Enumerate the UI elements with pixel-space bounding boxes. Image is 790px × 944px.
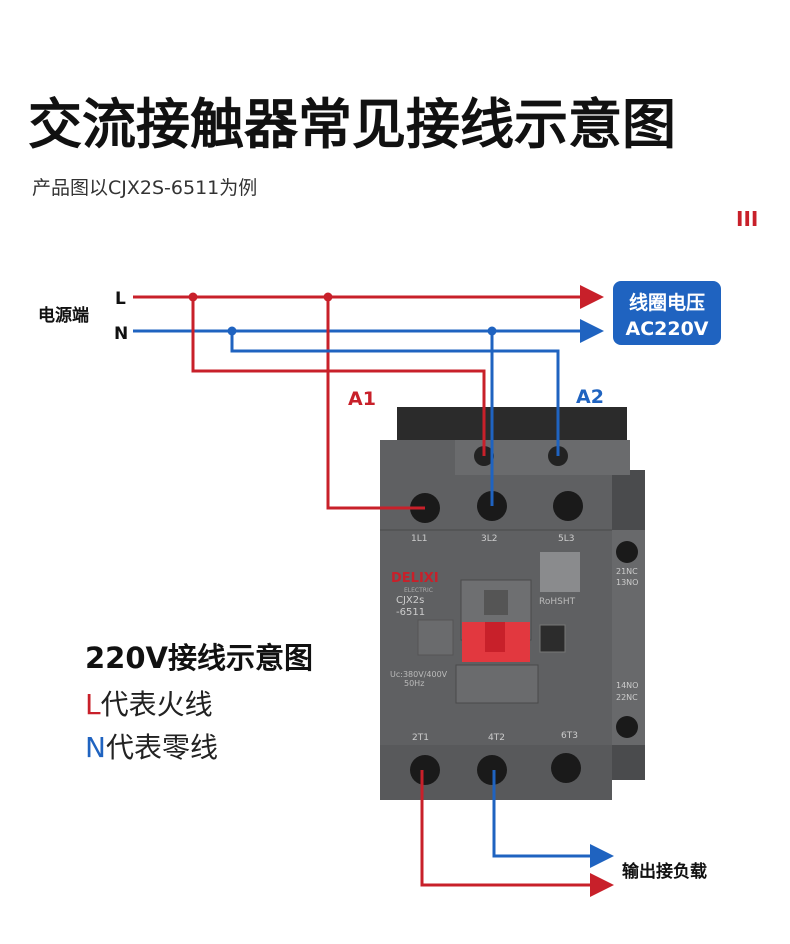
terminal-label: 4T2 <box>488 733 505 743</box>
aux-label: 13NO <box>616 578 638 587</box>
badge-line1: 线圈电压 <box>629 291 705 314</box>
a1-wire <box>191 297 486 456</box>
model-line2: -6511 <box>396 607 425 618</box>
terminal-label: 5L3 <box>558 534 574 544</box>
junction-dot <box>323 292 333 302</box>
legend-live: L代表火线 <box>85 688 213 721</box>
junction-dot <box>227 326 237 336</box>
neutral-letter: N <box>85 731 106 764</box>
junction-dot <box>487 326 497 336</box>
rating-line2: 50Hz <box>404 679 424 688</box>
junction-dot <box>188 292 198 302</box>
aux-label: 14NO <box>616 681 638 690</box>
terminal-label: 3L2 <box>481 534 497 544</box>
contactor: DELIXI ELECTRIC CJX2s -6511 RoHSHT Uc:38… <box>380 407 645 800</box>
subtitle: 产品图以CJX2S-6511为例 <box>32 177 257 199</box>
brand-sub: ELECTRIC <box>404 587 433 594</box>
t2-output-wire <box>492 770 614 868</box>
output-load-label: 输出接负载 <box>622 861 707 882</box>
l1-wire <box>326 297 425 510</box>
a2-wire <box>230 331 560 456</box>
legend-heading: 220V接线示意图 <box>85 641 313 675</box>
brand-logo: DELIXI <box>391 571 439 586</box>
terminal-label: 1L1 <box>411 534 427 544</box>
a1-label: A1 <box>348 388 376 410</box>
badge-line2: AC220V <box>625 318 708 340</box>
decor-mark: III <box>736 207 758 231</box>
aux-label: 22NC <box>616 693 638 702</box>
power-source-label: 电源端 <box>38 305 89 326</box>
coil-voltage-badge: 线圈电压 AC220V <box>613 281 721 345</box>
neutral-label: N <box>114 324 128 344</box>
live-letter: L <box>85 688 101 721</box>
neutral-text: 代表零线 <box>106 731 218 764</box>
live-text: 代表火线 <box>101 688 213 721</box>
rating-line1: Uc:380V/400V <box>390 670 448 679</box>
t1-output-wire <box>420 770 614 897</box>
page-title: 交流接触器常见接线示意图 <box>28 93 676 156</box>
legend-neutral: N代表零线 <box>85 731 218 764</box>
terminal-label: 6T3 <box>561 731 578 741</box>
aux-label: 21NC <box>616 567 638 576</box>
qr-code-icon <box>540 552 580 592</box>
terminal-label: 2T1 <box>412 733 429 743</box>
a2-label: A2 <box>576 386 604 408</box>
cert-label: RoHSHT <box>539 597 576 607</box>
model-line1: CJX2s <box>396 595 424 606</box>
live-label: L <box>115 289 126 309</box>
